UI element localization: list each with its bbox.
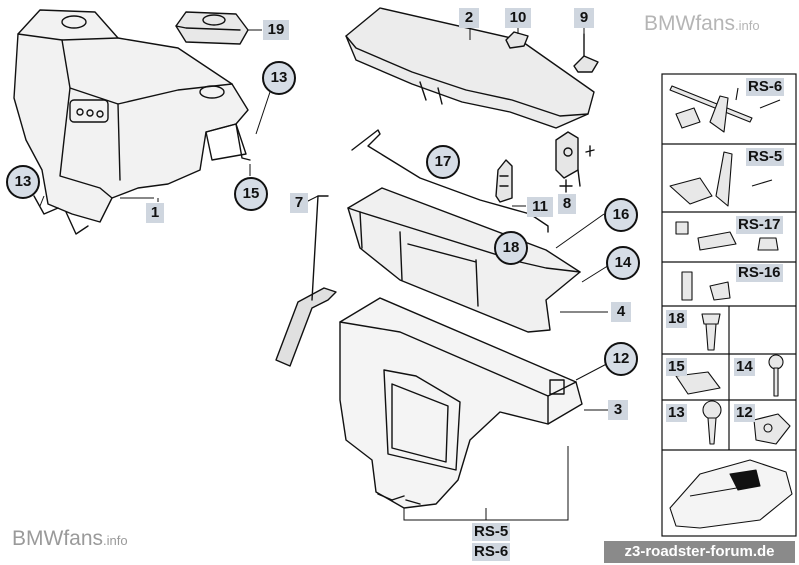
callout-2: 2 xyxy=(459,8,479,28)
callout-11: 11 xyxy=(527,197,553,217)
rs-17-fastener-icon xyxy=(675,221,779,251)
part-12-cap-icon xyxy=(753,413,791,445)
part-1-console-cover xyxy=(13,9,251,235)
callout-3: 3 xyxy=(608,400,628,420)
callout-8: 8 xyxy=(558,194,576,214)
circle-callout-15: 15 xyxy=(234,177,268,211)
part-16-seal xyxy=(351,129,549,233)
callout-1: 1 xyxy=(146,203,164,223)
circle-callout-14: 14 xyxy=(606,246,640,280)
car-location-icon xyxy=(669,459,793,529)
rs-5-bracket-icon xyxy=(669,151,773,207)
part-8-hinge xyxy=(555,131,595,193)
part-13-screw-icon xyxy=(702,400,722,445)
panel-rs-17: RS-17 xyxy=(736,216,783,234)
part-9-clip xyxy=(573,33,599,73)
panel-cell-12: 12 xyxy=(734,404,755,422)
watermark-top-brand: BMWfans xyxy=(644,12,736,35)
circle-callout-13-right: 13 xyxy=(262,61,296,95)
forum-label: z3-roadster-forum.de xyxy=(604,541,795,563)
watermark-bottom-brand: BMWfans xyxy=(12,527,104,550)
part-7-seal xyxy=(275,195,337,367)
bottom-rs-5: RS-5 xyxy=(472,523,511,541)
callout-10: 10 xyxy=(505,8,531,28)
panel-rs-16: RS-16 xyxy=(736,264,783,282)
side-panel xyxy=(661,73,797,537)
panel-rs-6: RS-6 xyxy=(746,78,785,96)
rs-16-fastener-icon xyxy=(681,271,731,301)
part-14-screw-icon xyxy=(768,354,784,397)
circle-callout-13-left: 13 xyxy=(6,165,40,199)
circle-callout-17: 17 xyxy=(426,145,460,179)
callout-4: 4 xyxy=(611,302,631,322)
part-10-clip xyxy=(505,31,529,49)
panel-cell-13: 13 xyxy=(666,404,687,422)
circle-callout-18: 18 xyxy=(494,231,528,265)
watermark-bottom: BMWfans.info xyxy=(12,527,128,551)
callout-9: 9 xyxy=(574,8,594,28)
callout-19: 19 xyxy=(263,20,289,40)
panel-cell-18: 18 xyxy=(666,310,687,328)
circle-callout-12: 12 xyxy=(604,342,638,376)
part-15-clip-icon xyxy=(675,371,721,395)
part-18-screw-icon xyxy=(701,313,721,351)
rs-6-bracket-icon xyxy=(669,85,781,133)
part-19-lid xyxy=(175,11,249,45)
watermark-top-suffix: .info xyxy=(735,18,760,33)
part-3-housing xyxy=(339,297,583,509)
circle-callout-16: 16 xyxy=(604,198,638,232)
panel-rs-5: RS-5 xyxy=(746,148,785,166)
watermark-bottom-suffix: .info xyxy=(103,533,128,548)
watermark-top: BMWfans.info xyxy=(644,12,760,36)
panel-cell-14: 14 xyxy=(734,358,755,376)
panel-cell-15: 15 xyxy=(666,358,687,376)
bottom-rs-6: RS-6 xyxy=(472,543,511,561)
part-11-latch xyxy=(495,159,513,203)
part-2-shelf xyxy=(345,7,595,129)
callout-7: 7 xyxy=(290,193,308,213)
